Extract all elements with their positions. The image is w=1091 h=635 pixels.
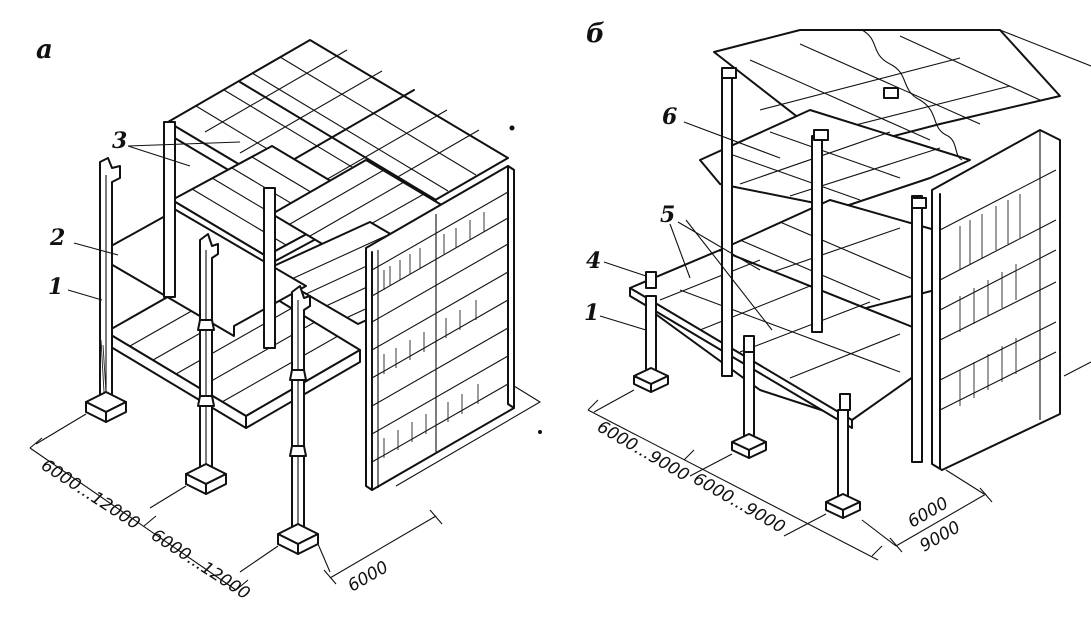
wall-panels: [365, 165, 515, 491]
column-cap: [743, 335, 755, 353]
column: [743, 351, 755, 437]
ground-outline-a: [395, 385, 542, 487]
callout-1: 1: [48, 274, 63, 300]
dimension-label-a3: 6000: [345, 557, 392, 596]
ground-edge-b: [1063, 361, 1091, 377]
footing-3: [277, 523, 319, 555]
footings-b: [633, 367, 861, 519]
panel-a-drawing: [29, 39, 542, 591]
wall-window-hatching: [383, 212, 485, 458]
callout-2: 2: [49, 225, 65, 251]
footing-2: [185, 463, 227, 495]
column-cap: [911, 197, 927, 209]
callout-3: 3: [112, 128, 127, 154]
break-line: [861, 29, 963, 161]
dimension-label-a1: 6000...12000: [37, 455, 143, 534]
dimension-label-a2: 6000...12000: [147, 525, 253, 604]
dimension-label-b2: 6000...9000: [690, 469, 789, 538]
speck-dot: [509, 125, 515, 131]
back-column-mid: [263, 187, 276, 349]
column: [911, 195, 923, 463]
footing: [633, 367, 669, 393]
roof-edge-b: [999, 29, 1091, 67]
column-cap: [813, 129, 829, 141]
dimension-lines-b: [587, 389, 993, 561]
panel-a-label: а: [36, 35, 53, 65]
footing: [731, 433, 767, 459]
floor-slab-6: [699, 109, 971, 209]
wall-b-hatching: [959, 194, 1021, 406]
dimension-label-b1: 6000...9000: [594, 417, 693, 486]
callout-4: 4: [586, 248, 601, 274]
column: [837, 409, 849, 497]
floor-slab-5: [629, 249, 921, 421]
column-cap: [883, 87, 899, 99]
column-element-1-b: [645, 295, 657, 371]
leader-lines-a: [67, 141, 241, 301]
column-cap-4: [645, 271, 657, 289]
callout-1-b: 1: [584, 300, 599, 326]
column: [811, 135, 823, 333]
panel-b-drawing: [587, 29, 1091, 561]
callout-6: 6: [662, 104, 677, 130]
footing: [825, 493, 861, 519]
column-cap: [839, 393, 851, 411]
column-cap: [721, 67, 737, 79]
footing-1: [85, 391, 127, 423]
dimension-lines-a: [29, 413, 443, 591]
speck-dot: [538, 430, 542, 434]
slab-5-grid: [659, 259, 901, 379]
column: [721, 75, 733, 377]
back-column-left: [163, 121, 176, 298]
leader-lines-b: [599, 121, 781, 331]
slab-5-edge: [629, 287, 853, 429]
panel-b-label: б: [586, 19, 605, 49]
wall-panels-b: [931, 129, 1061, 471]
column-caps: [645, 67, 927, 411]
callout-5: 5: [660, 202, 675, 228]
column-element-1: [99, 157, 121, 399]
